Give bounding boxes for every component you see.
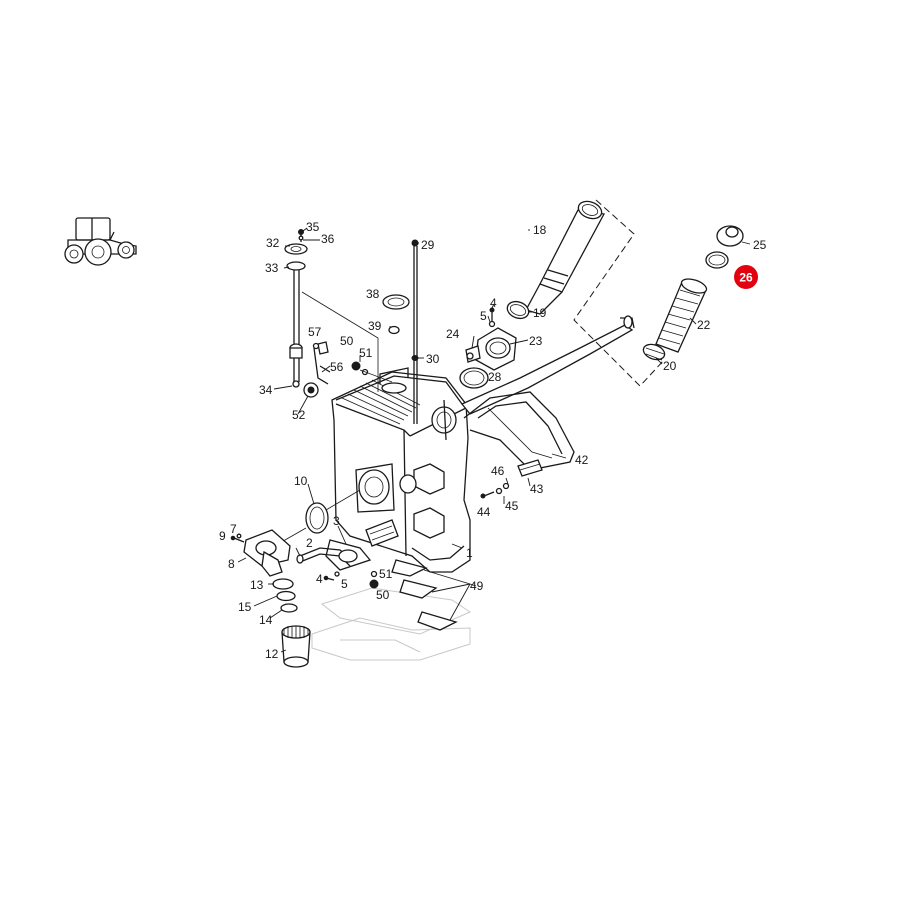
callout-30[interactable]: 30 — [426, 352, 440, 366]
callout-22[interactable]: 22 — [697, 318, 711, 332]
callout-35[interactable]: 35 — [306, 220, 320, 234]
part-8-suction-flange[interactable] — [243, 529, 291, 577]
callout-20[interactable]: 20 — [663, 359, 677, 373]
part-19-o-ring[interactable] — [505, 299, 531, 322]
callout-24[interactable]: 24 — [446, 327, 460, 341]
part-12-suction-filter[interactable] — [281, 625, 311, 668]
callout-56[interactable]: 56 — [330, 360, 344, 374]
callout-23[interactable]: 23 — [529, 334, 543, 348]
callout-5-top[interactable]: 5 — [480, 309, 487, 323]
part-10-gasket[interactable] — [305, 502, 329, 534]
part-56-connector[interactable] — [312, 342, 331, 385]
callout-9[interactable]: 9 — [219, 529, 226, 543]
callout-42[interactable]: 42 — [575, 453, 589, 467]
callout-57[interactable]: 57 — [308, 325, 322, 339]
callout-13[interactable]: 13 — [250, 578, 264, 592]
callout-8[interactable]: 8 — [228, 557, 235, 571]
callout-2[interactable]: 2 — [306, 536, 313, 550]
part-49-mat[interactable] — [391, 559, 458, 631]
callout-36[interactable]: 36 — [321, 232, 335, 246]
part-39-seal[interactable] — [388, 325, 400, 335]
part-20-spring[interactable] — [641, 342, 666, 363]
callout-51-bottom[interactable]: 51 — [379, 567, 393, 581]
part-29-dipstick[interactable] — [411, 239, 419, 424]
part-5-washer-bottom[interactable] — [334, 571, 340, 577]
part-52-sensor[interactable] — [303, 382, 319, 398]
callout-4-bottom[interactable]: 4 — [316, 572, 323, 586]
part-22-filter-element[interactable] — [655, 276, 708, 353]
selected-callout-badge[interactable]: 26 — [734, 265, 758, 289]
callout-25[interactable]: 25 — [753, 238, 767, 252]
callout-46[interactable]: 46 — [491, 464, 505, 478]
callout-7[interactable]: 7 — [230, 522, 237, 536]
callout-51-top[interactable]: 51 — [359, 346, 373, 360]
callout-29[interactable]: 29 — [421, 238, 435, 252]
part-13-o-ring[interactable] — [272, 578, 294, 590]
callout-34[interactable]: 34 — [259, 383, 273, 397]
callout-labels: 35 36 32 33 34 52 29 30 38 39 57 50 51 5… — [219, 220, 767, 661]
part-15-o-ring[interactable] — [276, 590, 296, 602]
callout-26[interactable]: 26 — [739, 271, 753, 285]
part-57-clip[interactable] — [317, 341, 329, 355]
callout-38[interactable]: 38 — [366, 287, 380, 301]
part-34-suction-pipe[interactable] — [289, 270, 303, 388]
callout-18[interactable]: 18 — [533, 223, 547, 237]
part-3-cover-plate[interactable] — [325, 519, 399, 571]
callout-5-bottom[interactable]: 5 — [341, 577, 348, 591]
callout-3[interactable]: 3 — [333, 514, 340, 528]
part-7-washer[interactable] — [236, 533, 242, 539]
part-4-bolt-top[interactable] — [489, 307, 495, 322]
callout-19[interactable]: 19 — [533, 306, 547, 320]
callout-1[interactable]: 1 — [466, 546, 473, 560]
callout-43[interactable]: 43 — [530, 482, 544, 496]
part-4-bolt-bottom[interactable] — [323, 575, 335, 581]
part-36-washer[interactable] — [298, 235, 304, 241]
part-14-o-ring[interactable] — [280, 603, 298, 613]
part-46-washer[interactable] — [502, 482, 510, 490]
callout-39[interactable]: 39 — [368, 319, 382, 333]
part-43-plate[interactable] — [517, 459, 543, 477]
callout-49[interactable]: 49 — [470, 579, 484, 593]
part-45-washer[interactable] — [495, 487, 503, 495]
callout-45[interactable]: 45 — [505, 499, 519, 513]
callout-12[interactable]: 12 — [265, 647, 279, 661]
leader-lines — [237, 227, 751, 653]
part-38-grommet[interactable] — [382, 294, 410, 310]
part-51-washer-bottom[interactable] — [370, 570, 378, 578]
part-5-washer-top[interactable] — [488, 320, 496, 328]
callout-44[interactable]: 44 — [477, 505, 491, 519]
callout-32[interactable]: 32 — [266, 236, 280, 250]
tank-bracket[interactable] — [460, 315, 635, 471]
callout-15[interactable]: 15 — [238, 600, 252, 614]
callout-50-top[interactable]: 50 — [340, 334, 354, 348]
callout-52[interactable]: 52 — [292, 408, 306, 422]
tractor-icon — [64, 217, 137, 266]
callout-33[interactable]: 33 — [265, 261, 279, 275]
part-33-gasket[interactable] — [286, 261, 306, 271]
callout-50-bottom[interactable]: 50 — [376, 588, 390, 602]
part-18-sleeve[interactable] — [525, 198, 606, 315]
callout-10[interactable]: 10 — [294, 474, 308, 488]
callout-14[interactable]: 14 — [259, 613, 273, 627]
part-50-drain-plug[interactable] — [369, 579, 379, 589]
part-25-filter-cap[interactable] — [716, 225, 744, 247]
callout-4-top[interactable]: 4 — [490, 296, 497, 310]
part-32-sender-head[interactable] — [284, 243, 308, 255]
part-30-seal[interactable] — [411, 355, 419, 361]
part-24-fitting[interactable] — [465, 345, 481, 363]
part-44-bolt[interactable] — [480, 491, 495, 499]
callout-28[interactable]: 28 — [488, 370, 502, 384]
hydraulic-tank[interactable] — [331, 367, 471, 573]
part-50-plug-top[interactable] — [351, 361, 361, 371]
part-23-flange[interactable] — [475, 327, 517, 371]
part-9-screw[interactable] — [230, 535, 245, 543]
